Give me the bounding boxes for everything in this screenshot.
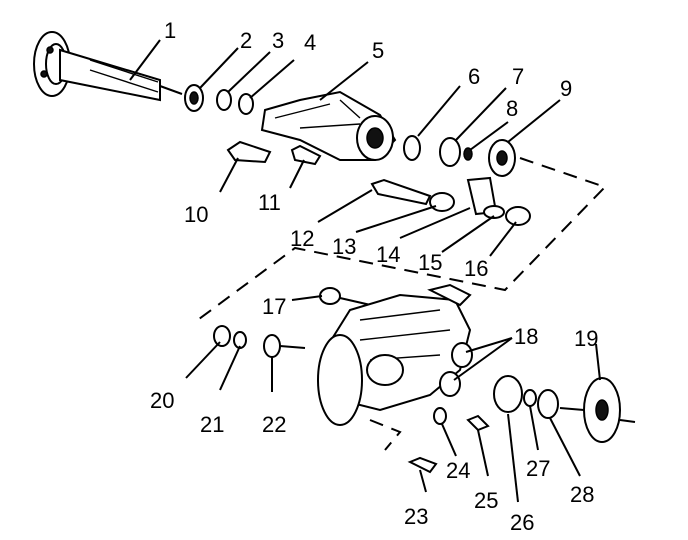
callout-13: 13 [332,234,356,259]
callout-23: 23 [404,504,428,529]
callout-26: 26 [510,510,534,535]
callout-21: 21 [200,412,224,437]
callout-5: 5 [372,38,384,63]
output-flange [559,377,636,443]
callout-4: 4 [304,30,316,55]
callout-1: 1 [164,18,176,43]
callout-9: 9 [560,76,572,101]
callout-24: 24 [446,458,470,483]
callout-14: 14 [376,242,400,267]
axle-shaft [33,31,183,102]
callout-12: 12 [290,226,314,251]
callout-18: 18 [514,324,538,349]
seal-bearing-set [184,84,254,115]
axle-tube-housing [260,90,397,161]
bolt-17 [319,287,376,307]
lower-parts [369,375,559,474]
callout-8: 8 [506,96,518,121]
differential-carrier [317,283,472,426]
callout-labels: 1 2 3 4 5 6 7 8 9 10 11 12 13 14 15 16 1… [150,18,598,535]
callout-3: 3 [272,28,284,53]
callout-25: 25 [474,488,498,513]
callout-6: 6 [468,64,480,89]
callout-22: 22 [262,412,286,437]
callout-7: 7 [512,64,524,89]
callout-leaders [129,39,601,503]
callout-19: 19 [574,326,598,351]
callout-2: 2 [240,28,252,53]
callout-15: 15 [418,250,442,275]
inner-gear-parts [403,135,516,177]
bolts-upper [226,140,322,166]
callout-11: 11 [258,190,281,215]
callout-27: 27 [526,456,550,481]
callout-20: 20 [150,388,174,413]
left-seal-set [213,325,306,358]
side-bushings [439,342,473,397]
callout-17: 17 [262,294,286,319]
callout-28: 28 [570,482,594,507]
shift-mechanism [370,176,531,226]
callout-16: 16 [464,256,488,281]
callout-10: 10 [184,202,208,227]
